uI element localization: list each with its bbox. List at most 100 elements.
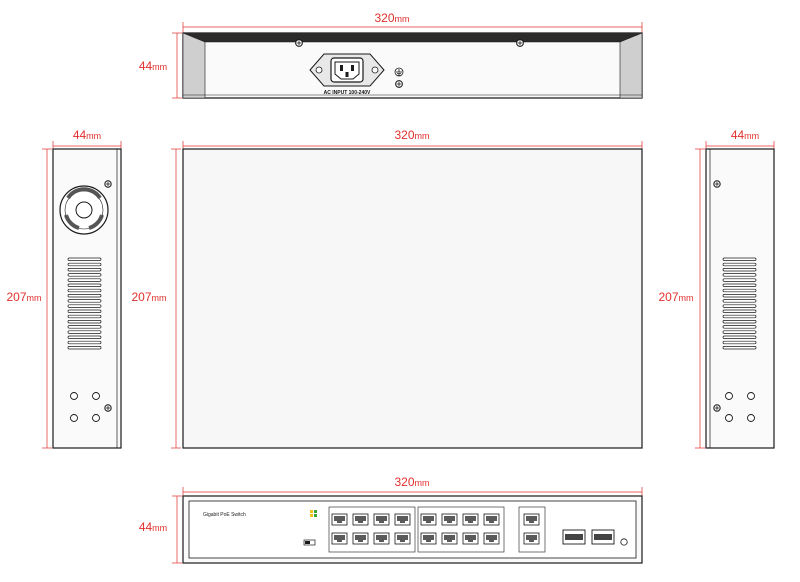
sfp-port bbox=[591, 529, 615, 545]
side-screw-icon bbox=[713, 180, 721, 188]
rear-width-dimension bbox=[182, 22, 643, 33]
vent-slot bbox=[67, 325, 102, 329]
rear-left-flange bbox=[182, 32, 206, 99]
vent-slot bbox=[67, 320, 102, 324]
vent-slot bbox=[722, 278, 757, 282]
front-width-dimension bbox=[182, 487, 643, 497]
ground-symbol-icon bbox=[394, 67, 404, 77]
side-screw-icon bbox=[104, 180, 112, 188]
top-width-label: 320mm bbox=[394, 128, 429, 142]
vent-slot bbox=[722, 325, 757, 329]
vent-slot bbox=[67, 304, 102, 308]
rj45-port bbox=[441, 513, 458, 526]
vent-slot bbox=[67, 278, 102, 282]
rj45-port bbox=[331, 532, 348, 545]
vent-slot bbox=[67, 340, 102, 345]
vent-slot bbox=[67, 335, 102, 339]
vent-slot bbox=[67, 330, 102, 334]
vent-slot bbox=[67, 299, 102, 303]
right-side-view: 44mm 207mm bbox=[658, 128, 775, 449]
rj45-port-group bbox=[328, 506, 546, 553]
front-bezel bbox=[188, 500, 637, 559]
vent-slot bbox=[722, 304, 757, 308]
rj45-port bbox=[373, 532, 390, 545]
left-depth-dimension bbox=[42, 148, 52, 449]
rj45-port bbox=[331, 513, 348, 526]
vent-slot bbox=[722, 273, 757, 277]
vent-slot bbox=[722, 309, 757, 313]
rear-screw-icon bbox=[516, 39, 524, 47]
left-vent-slots bbox=[67, 257, 102, 350]
vent-slot bbox=[722, 330, 757, 334]
vent-slot bbox=[722, 262, 757, 267]
rj45-port bbox=[441, 532, 458, 545]
vent-slot bbox=[722, 314, 757, 319]
top-depth-label: 207mm bbox=[131, 290, 166, 304]
side-screw-icon bbox=[104, 404, 112, 412]
rear-width-label: 320mm bbox=[374, 11, 409, 25]
right-width-label: 44mm bbox=[731, 128, 759, 142]
ac-power-socket-icon bbox=[309, 53, 385, 87]
side-screw-icon bbox=[713, 404, 721, 412]
top-panel bbox=[182, 148, 643, 449]
rj45-port bbox=[394, 513, 411, 526]
vent-slot bbox=[67, 257, 102, 261]
rj45-port bbox=[462, 513, 479, 526]
left-width-label: 44mm bbox=[73, 128, 101, 142]
rear-right-flange bbox=[619, 32, 643, 99]
front-width-label: 320mm bbox=[394, 475, 429, 489]
rj45-port bbox=[420, 532, 437, 545]
vent-slot bbox=[722, 294, 757, 298]
right-mount-holes bbox=[725, 392, 755, 422]
top-view: 320mm 207mm bbox=[131, 128, 643, 449]
status-led-icon bbox=[310, 510, 317, 517]
right-depth-label: 207mm bbox=[658, 290, 693, 304]
front-height-dimension bbox=[172, 495, 182, 564]
rj45-port bbox=[483, 532, 500, 545]
rear-height-label: 44mm bbox=[139, 59, 167, 73]
vent-slot bbox=[722, 335, 757, 339]
rear-screw-icon bbox=[295, 39, 303, 47]
vent-slot bbox=[67, 294, 102, 298]
ac-input-label: AC INPUT 100-240V bbox=[324, 90, 371, 96]
rear-view: 320mm 44mm bbox=[139, 11, 643, 99]
reset-button-icon bbox=[620, 538, 628, 546]
sfp-port-group bbox=[562, 529, 615, 545]
vent-slot bbox=[67, 262, 102, 267]
vent-slot bbox=[67, 346, 102, 350]
vent-slot bbox=[67, 283, 102, 287]
left-mount-holes bbox=[70, 392, 100, 422]
sfp-port bbox=[562, 529, 586, 545]
ground-screw-icon bbox=[395, 80, 403, 88]
vent-slot bbox=[722, 340, 757, 345]
vent-slot bbox=[722, 299, 757, 303]
vent-slot bbox=[722, 320, 757, 324]
rj45-port bbox=[523, 513, 540, 526]
rj45-port bbox=[394, 532, 411, 545]
rj45-port bbox=[352, 513, 369, 526]
right-side-panel bbox=[705, 148, 775, 449]
vent-slot bbox=[67, 314, 102, 319]
rear-chassis bbox=[182, 32, 643, 99]
vent-slot bbox=[722, 283, 757, 287]
vent-slot bbox=[722, 288, 757, 293]
right-depth-dimension bbox=[695, 148, 705, 449]
top-depth-dimension bbox=[171, 148, 181, 449]
vent-slot bbox=[67, 309, 102, 313]
left-depth-label: 207mm bbox=[6, 290, 41, 304]
vent-slot bbox=[722, 346, 757, 350]
front-view: 320mm 44mm Gigabit PoE Switch bbox=[139, 475, 643, 564]
rj45-port bbox=[483, 513, 500, 526]
front-height-label: 44mm bbox=[139, 520, 167, 534]
rj45-port bbox=[523, 532, 540, 545]
vent-slot bbox=[67, 268, 102, 272]
vent-slot bbox=[722, 268, 757, 272]
vent-slot bbox=[67, 273, 102, 277]
rj45-port bbox=[352, 532, 369, 545]
rj45-port bbox=[420, 513, 437, 526]
right-vent-slots bbox=[722, 257, 757, 350]
rj45-port bbox=[373, 513, 390, 526]
left-side-view: 44mm 207mm bbox=[6, 128, 122, 449]
